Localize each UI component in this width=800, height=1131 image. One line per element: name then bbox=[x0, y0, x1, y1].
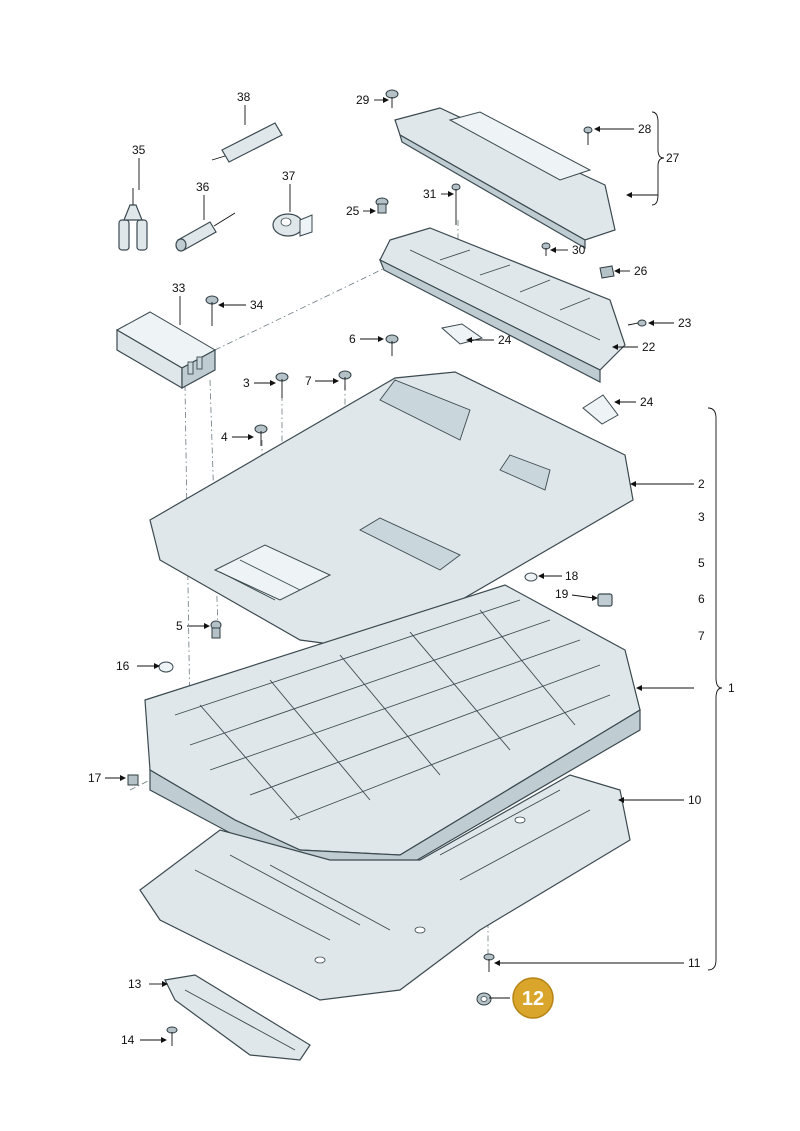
callout-5-right: 5 bbox=[698, 556, 705, 570]
bolt-30 bbox=[541, 242, 551, 256]
callout-4: 4 bbox=[221, 430, 228, 444]
callout-12: 12 bbox=[522, 988, 544, 1010]
callout-33: 33 bbox=[172, 281, 186, 295]
syringe-kit-35 bbox=[118, 188, 148, 251]
callout-29: 29 bbox=[356, 93, 370, 107]
bolt-5 bbox=[210, 620, 222, 639]
callout-5-left: 5 bbox=[176, 619, 183, 633]
callout-25: 25 bbox=[346, 204, 360, 218]
bolt-34 bbox=[205, 295, 219, 326]
cover-part-13 bbox=[164, 974, 311, 1061]
callout-23: 23 bbox=[678, 316, 692, 330]
applicator-36 bbox=[175, 212, 236, 252]
bolt-4 bbox=[254, 424, 268, 446]
highlight-badge-12: 12 bbox=[512, 977, 554, 1019]
callout-38: 38 bbox=[237, 90, 251, 104]
tape-roll-37 bbox=[272, 213, 313, 237]
callout-17: 17 bbox=[88, 771, 102, 785]
callout-28: 28 bbox=[638, 122, 652, 136]
bolt-7 bbox=[338, 370, 352, 390]
callout-31: 31 bbox=[423, 187, 437, 201]
callout-6-right: 6 bbox=[698, 592, 705, 606]
bottom-plate-10 bbox=[139, 774, 631, 1001]
sealant-tube-38 bbox=[211, 122, 283, 163]
ring-18 bbox=[524, 572, 538, 582]
callout-labels: 38 35 36 37 33 34 29 28 27 31 25 30 26 2… bbox=[88, 90, 735, 1047]
bolt-23 bbox=[627, 319, 647, 327]
bolt-11 bbox=[483, 953, 495, 972]
callout-16: 16 bbox=[116, 659, 130, 673]
callout-10: 10 bbox=[688, 793, 702, 807]
callout-14: 14 bbox=[121, 1033, 135, 1047]
nut-12 bbox=[476, 992, 492, 1006]
clip-19 bbox=[597, 593, 613, 607]
callout-6-left: 6 bbox=[349, 332, 356, 346]
callout-1: 1 bbox=[728, 681, 735, 695]
callout-18: 18 bbox=[565, 569, 579, 583]
callout-19: 19 bbox=[555, 587, 569, 601]
bolt-25 bbox=[375, 197, 389, 214]
callout-2: 2 bbox=[698, 477, 705, 491]
callout-37: 37 bbox=[282, 169, 296, 183]
bolt-3 bbox=[275, 372, 289, 398]
bolt-6 bbox=[385, 334, 399, 356]
callout-24-lower: 24 bbox=[640, 395, 654, 409]
upper-cover-27 bbox=[394, 107, 616, 250]
seal-24-upper bbox=[440, 323, 484, 345]
bolt-29 bbox=[385, 89, 399, 108]
callout-3-left: 3 bbox=[243, 376, 250, 390]
callout-7-left: 7 bbox=[305, 374, 312, 388]
callout-24-upper: 24 bbox=[498, 333, 512, 347]
bracket-27 bbox=[626, 111, 665, 206]
seal-24-lower bbox=[582, 394, 619, 425]
callout-7-right: 7 bbox=[698, 629, 705, 643]
callout-26: 26 bbox=[634, 264, 648, 278]
bracket-1 bbox=[707, 407, 723, 971]
callout-13: 13 bbox=[128, 977, 142, 991]
bolts bbox=[127, 89, 647, 1046]
callout-34: 34 bbox=[250, 298, 264, 312]
bolt-31 bbox=[451, 183, 461, 225]
callout-30: 30 bbox=[572, 243, 586, 257]
nut-17 bbox=[127, 774, 139, 786]
battery-frame-1 bbox=[144, 584, 641, 871]
seal-16 bbox=[158, 661, 174, 673]
middle-tray-2 bbox=[149, 371, 634, 651]
bolt-28 bbox=[583, 126, 593, 145]
callout-22: 22 bbox=[642, 340, 656, 354]
callout-27: 27 bbox=[666, 151, 680, 165]
upper-frame-22 bbox=[378, 227, 626, 383]
control-unit-33 bbox=[115, 311, 217, 390]
leader-lines bbox=[105, 97, 694, 1043]
callout-11: 11 bbox=[688, 956, 701, 970]
bolt-14 bbox=[166, 1026, 178, 1046]
callout-35: 35 bbox=[132, 143, 146, 157]
callout-3-right: 3 bbox=[698, 510, 705, 524]
callout-36: 36 bbox=[196, 180, 210, 194]
nut-26 bbox=[599, 265, 615, 279]
